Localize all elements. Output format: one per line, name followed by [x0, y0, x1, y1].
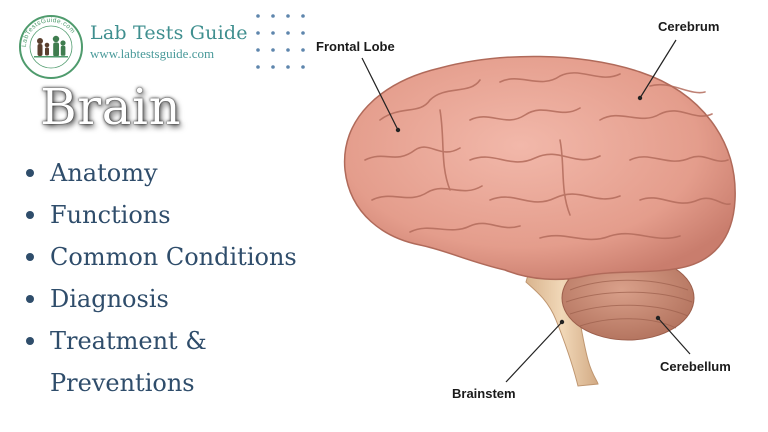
- callout-dot-cerebrum: [637, 95, 643, 101]
- topic-label: Diagnosis: [50, 285, 169, 313]
- topic-list: Anatomy Functions Common Conditions Diag…: [22, 152, 297, 404]
- dot-grid-decoration-icon: [256, 14, 305, 69]
- topic-item-functions: Functions: [22, 194, 297, 236]
- cerebrum: [343, 55, 736, 281]
- cerebellum: [561, 255, 695, 341]
- label-cerebrum: Cerebrum: [658, 19, 719, 34]
- label-cerebellum: Cerebellum: [660, 359, 731, 374]
- callout-dot-cerebellum: [655, 315, 661, 321]
- bullet-icon: [26, 211, 34, 219]
- brainstem: [525, 267, 599, 387]
- topic-item-common-conditions: Common Conditions: [22, 236, 297, 278]
- family-silhouette-logo-icon: LabTestsGuide.com: [19, 15, 83, 79]
- bullet-icon: [26, 253, 34, 261]
- topic-label: Functions: [50, 201, 171, 229]
- gyri-folds: [364, 72, 731, 241]
- page-title: Brain: [40, 78, 182, 136]
- logo: LabTestsGuide.com: [18, 14, 84, 80]
- bullet-icon: [26, 169, 34, 177]
- topic-item-diagnosis: Diagnosis: [22, 278, 297, 320]
- label-frontal-lobe: Frontal Lobe: [316, 39, 395, 54]
- brand-url: www.labtestsguide.com: [90, 46, 215, 61]
- cerebellum-folds: [565, 279, 693, 329]
- topic-label: Common Conditions: [50, 243, 297, 271]
- topic-label: Treatment &: [50, 327, 207, 355]
- callout-lines: [361, 39, 691, 383]
- topic-label: Anatomy: [50, 159, 158, 187]
- label-brainstem: Brainstem: [452, 386, 516, 401]
- topic-item-anatomy: Anatomy: [22, 152, 297, 194]
- topic-label-continued: Preventions: [50, 369, 195, 397]
- brand-title: Lab Tests Guide: [90, 22, 248, 44]
- bullet-icon: [26, 295, 34, 303]
- brand-block: Lab Tests Guide www.labtestsguide.com: [90, 22, 248, 62]
- bullet-icon: [26, 337, 34, 345]
- callout-dot-frontal-lobe: [395, 127, 401, 133]
- callout-dot-brainstem: [559, 319, 565, 325]
- topic-item-treatment-preventions: Treatment & Preventions: [22, 320, 297, 404]
